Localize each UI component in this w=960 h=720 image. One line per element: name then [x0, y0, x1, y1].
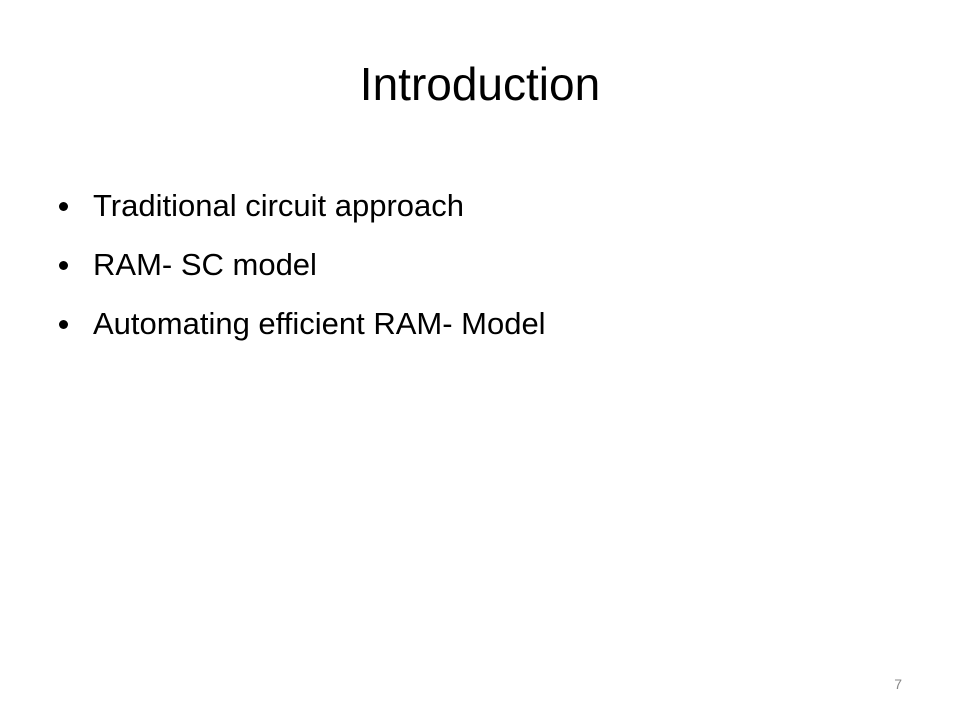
- bullet-list: Traditional circuit approach RAM- SC mod…: [55, 177, 895, 354]
- bullet-icon: [59, 320, 68, 329]
- bullet-text: Traditional circuit approach: [93, 188, 465, 224]
- bullet-item-ram-sc-model: RAM- SC model: [55, 236, 895, 295]
- bullet-text: Automating efficient RAM- Model: [93, 306, 546, 342]
- bullet-icon: [59, 202, 68, 211]
- bullet-text: RAM- SC model: [93, 247, 317, 283]
- page-number: 7: [894, 676, 902, 692]
- bullet-item-traditional-circuit-approach: Traditional circuit approach: [55, 177, 895, 236]
- bullet-icon: [59, 261, 68, 270]
- slide-title: Introduction: [359, 58, 601, 110]
- bullet-item-automating-efficient-ram-model: Automating efficient RAM- Model: [55, 295, 895, 354]
